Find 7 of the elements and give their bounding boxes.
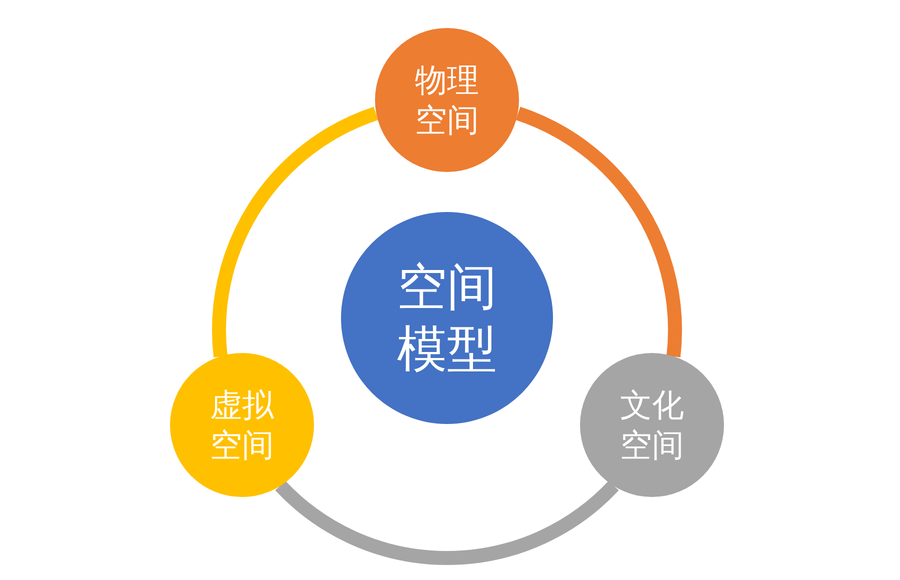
ring-arc (212, 106, 378, 357)
circle-label: 文化空间 (619, 385, 685, 465)
ring-arc (276, 480, 618, 565)
circle-label: 虚拟空间 (209, 385, 275, 465)
ring-arc (516, 106, 682, 357)
circle-label: 物理空间 (414, 60, 480, 140)
circle-label: 空间模型 (396, 256, 498, 380)
